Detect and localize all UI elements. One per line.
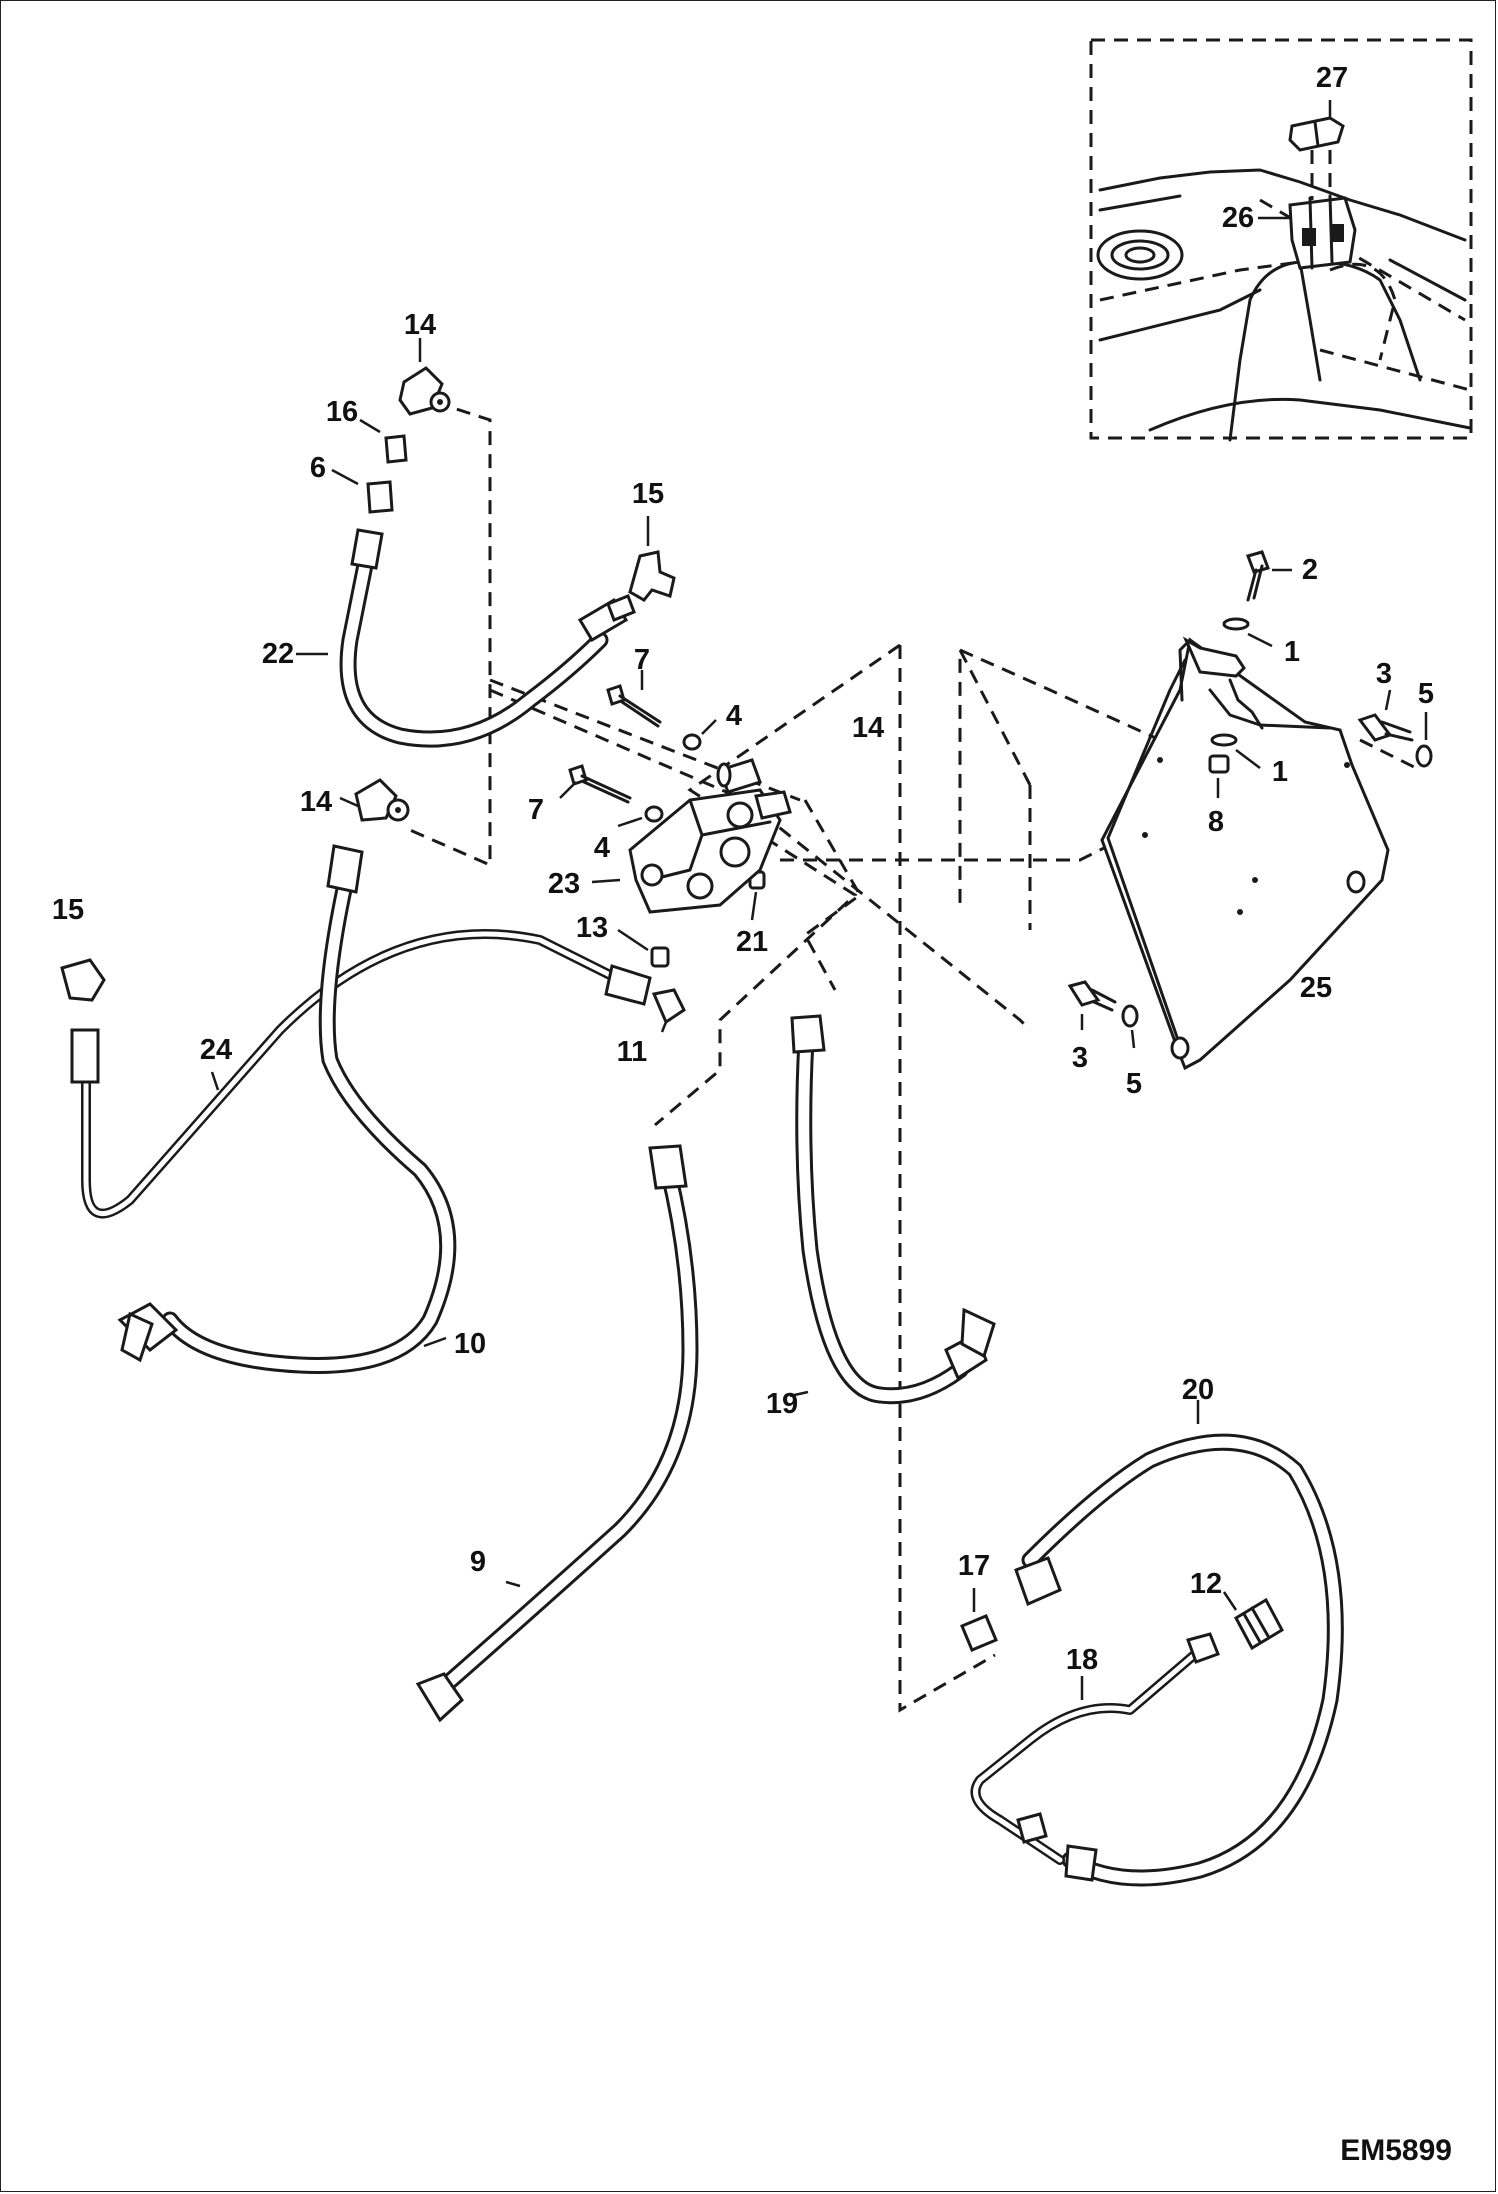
callout-14-middle: 14 — [852, 712, 884, 744]
callout-1-upper: 1 — [1284, 636, 1300, 668]
assembly-lines — [409, 400, 1421, 1713]
callout-3-right: 3 — [1376, 658, 1392, 690]
callout-25: 25 — [1300, 972, 1332, 1004]
callout-24: 24 — [200, 1034, 232, 1066]
callout-22: 22 — [262, 638, 294, 670]
callout-26: 26 — [1222, 202, 1254, 234]
callout-21: 21 — [736, 926, 768, 958]
callout-14-top: 14 — [404, 309, 436, 341]
callout-8: 8 — [1208, 806, 1224, 838]
callout-7-lower: 7 — [528, 794, 544, 826]
callout-20: 20 — [1182, 1374, 1214, 1406]
callout-9: 9 — [470, 1546, 486, 1578]
callout-1-lower: 1 — [1272, 756, 1288, 788]
callout-11: 11 — [617, 1036, 648, 1068]
callout-7-upper: 7 — [634, 644, 650, 676]
hose-10 — [117, 778, 457, 1374]
callout-23: 23 — [548, 868, 580, 900]
callout-10: 10 — [454, 1328, 486, 1360]
fittings-bottom — [960, 1588, 1284, 1652]
callout-16: 16 — [326, 396, 358, 428]
callout-18: 18 — [1066, 1644, 1098, 1676]
callout-15-top: 15 — [632, 478, 664, 510]
hose-19 — [789, 1014, 996, 1405]
valve-block — [591, 758, 792, 914]
callout-3-lower: 3 — [1072, 1042, 1088, 1074]
callout-12: 12 — [1190, 1568, 1222, 1600]
callout-5-right: 5 — [1418, 678, 1434, 710]
tube-18 — [970, 1632, 1220, 1865]
callout-19: 19 — [766, 1388, 798, 1420]
fittings-top — [331, 338, 676, 602]
callout-17: 17 — [958, 1550, 990, 1582]
tube-24 — [60, 929, 652, 1219]
hardware — [559, 550, 1433, 1049]
callout-4-lower: 4 — [594, 832, 610, 864]
hose-9 — [415, 1144, 699, 1723]
diagram-code: EM5899 — [1340, 2134, 1452, 2167]
inset-detail — [1089, 38, 1473, 442]
fitting-11 — [651, 988, 686, 1033]
hose-22 — [296, 528, 636, 748]
callout-labels: 27 26 14 16 6 15 22 2 1 1 3 5 8 7 4 14 7… — [52, 62, 1452, 2167]
callout-13: 13 — [576, 912, 608, 944]
mounting-plate — [1100, 636, 1390, 1071]
callout-6: 6 — [310, 452, 326, 484]
callout-27: 27 — [1316, 62, 1348, 94]
callout-4-upper: 4 — [726, 700, 742, 732]
callout-15-left: 15 — [52, 894, 84, 926]
hose-20 — [1014, 1400, 1344, 1887]
callout-14-left: 14 — [300, 786, 332, 818]
callout-2: 2 — [1302, 554, 1318, 586]
callout-5-lower: 5 — [1126, 1068, 1142, 1100]
